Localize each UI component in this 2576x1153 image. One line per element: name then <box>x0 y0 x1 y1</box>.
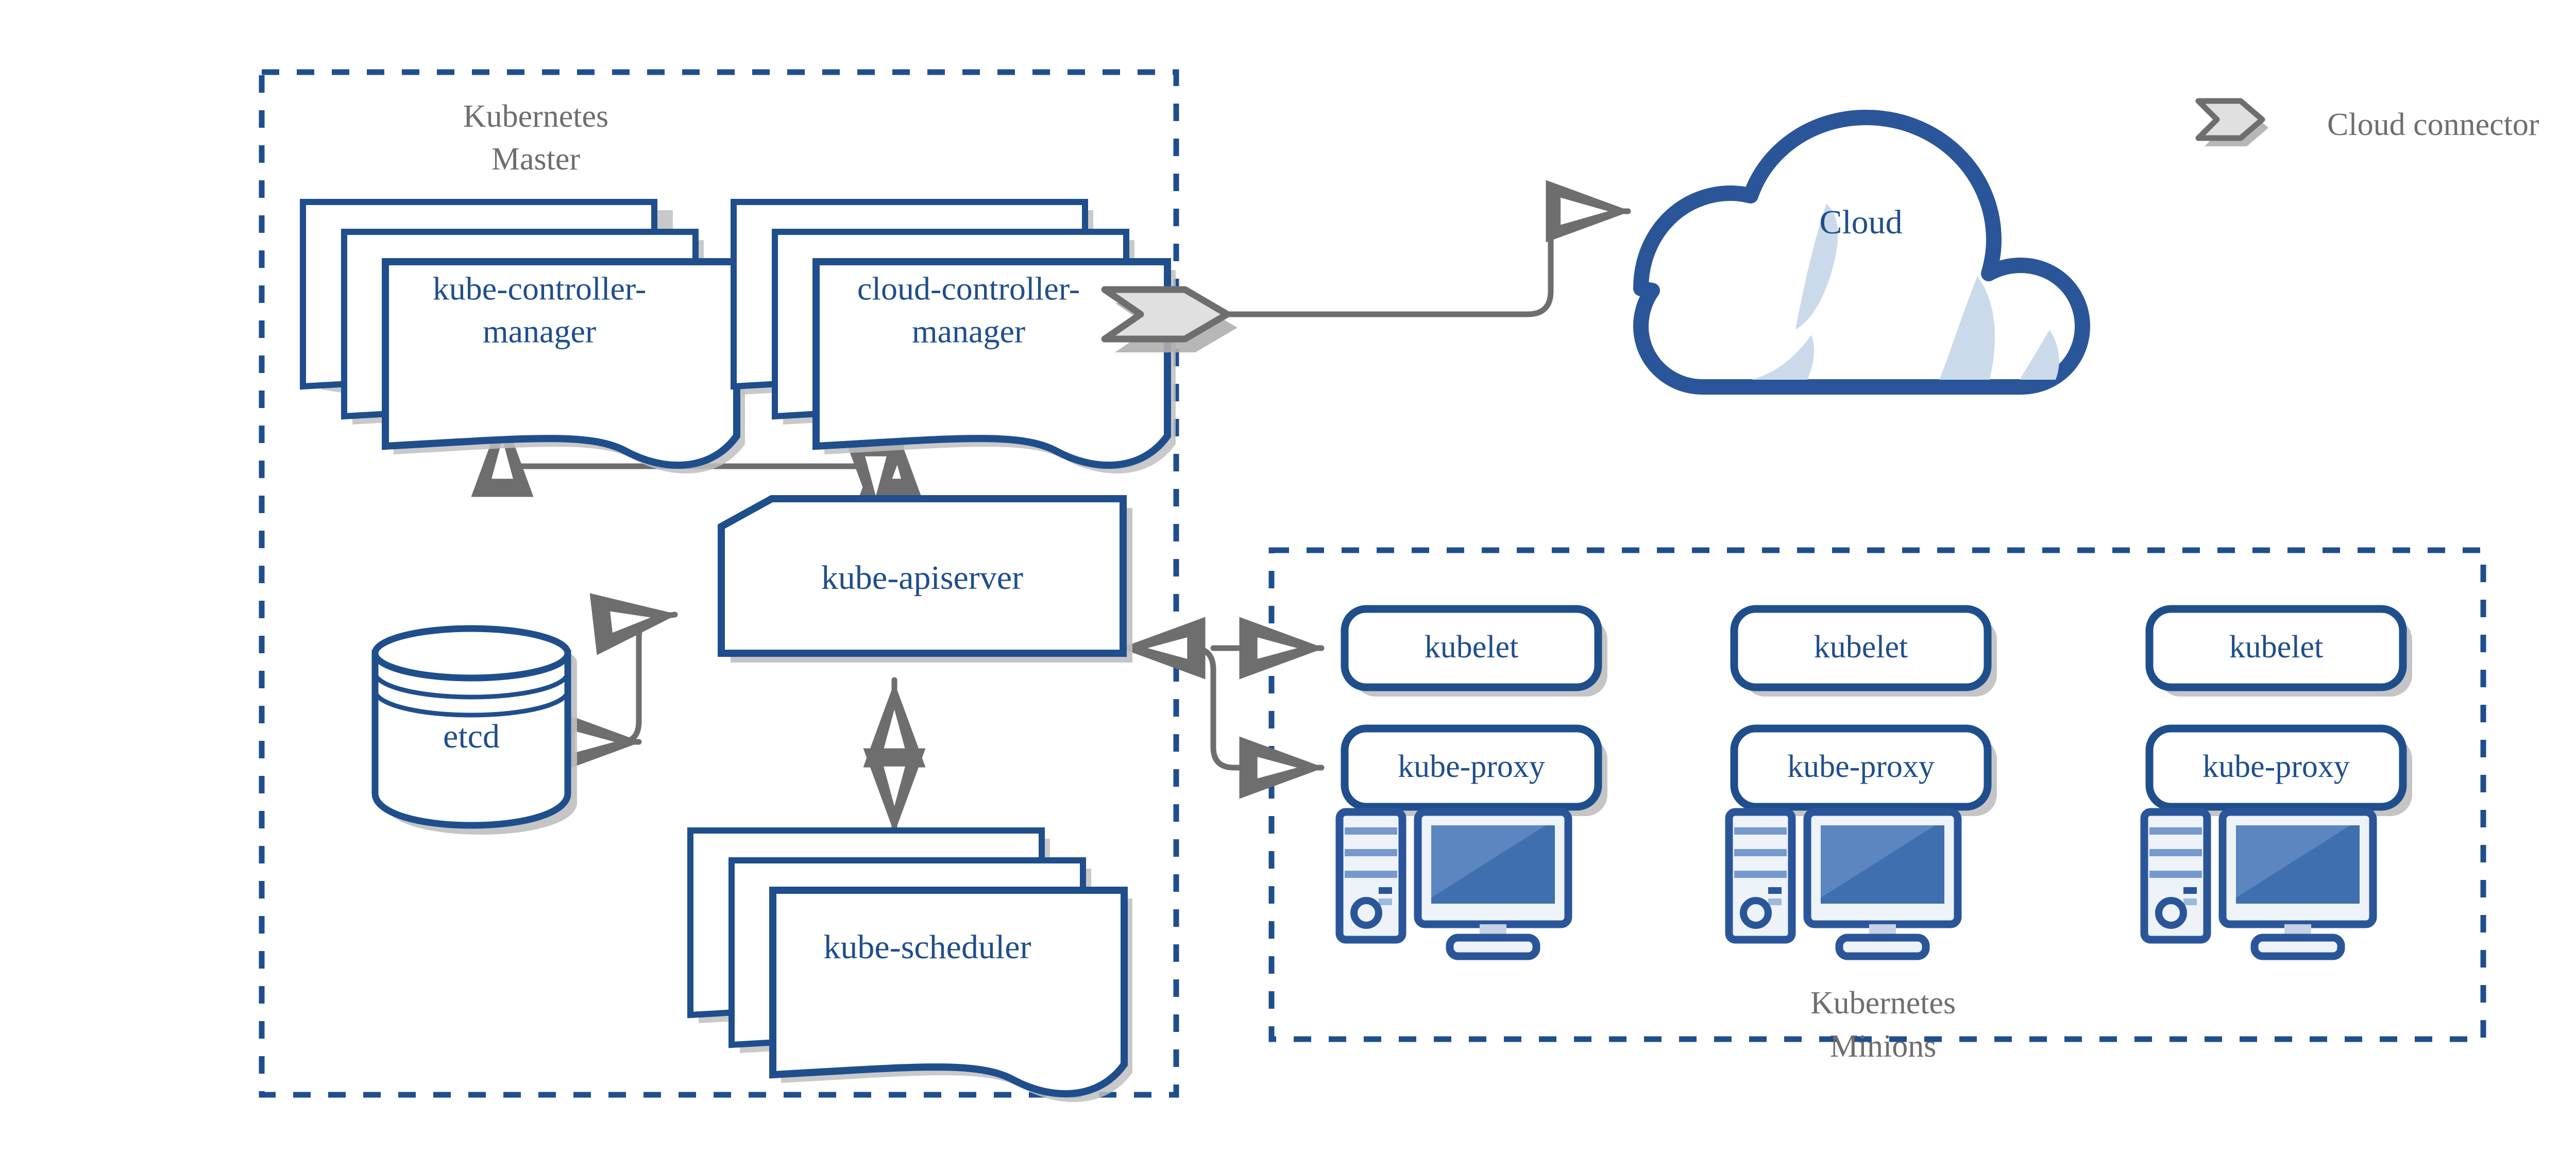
minion-1-kube-proxy-label: kube-proxy <box>1398 749 1545 784</box>
legend-cloud-connector: Cloud connector <box>2195 98 2539 146</box>
etcd-cylinder-body <box>371 650 571 829</box>
kcm-sheet3 <box>382 258 740 469</box>
minion-3-kubelet-rect <box>2145 605 2407 691</box>
node-cloud[interactable]: Cloud <box>1633 110 2090 395</box>
cloud-connector-chevron <box>1101 286 1231 343</box>
group-kubernetes-master: Kubernetes Master <box>259 69 1179 1098</box>
node-cloud-controller-manager[interactable]: cloud-controller- manager <box>731 199 1176 474</box>
minion-3-computer-icon <box>2140 808 2377 960</box>
kubernetes-master-boundary <box>259 69 1179 1098</box>
kube-apiserver-label: kube-apiserver <box>821 559 1023 597</box>
etcd-label: etcd <box>443 718 500 755</box>
connector-apiserver-minion-branch <box>1128 645 1319 771</box>
minion-3-kubelet-label: kubelet <box>2229 630 2324 665</box>
legend-chevron-icon <box>2195 98 2265 141</box>
minion-2-kube-proxy-rect <box>1730 724 1992 811</box>
ccm-sheet3 <box>812 258 1171 469</box>
connector-apiserver-etcd-path <box>605 613 663 745</box>
minion-2-kubelet-label: kubelet <box>1814 630 1908 665</box>
cloud-controller-manager-label-line1: cloud-controller- <box>857 270 1080 307</box>
cloud-swoosh-2 <box>1752 335 1815 380</box>
connector-cloud-connector-to-cloud <box>1223 180 1631 317</box>
kubernetes-minions-label-line1: Kubernetes <box>1810 986 1956 1021</box>
minion-2-kubelet-rect <box>1730 605 1992 691</box>
kubernetes-minions-label-line2: Minions <box>1830 1029 1937 1064</box>
kubernetes-master-label-line1: Kubernetes <box>463 99 608 134</box>
minion-3-kube-proxy-box[interactable]: kube-proxy <box>2145 724 2412 816</box>
cloud-outline <box>1633 110 2090 395</box>
cloud-connector-icon[interactable] <box>1101 286 1238 352</box>
minion-1-kubelet-rect <box>1341 605 1602 691</box>
etcd-ring-2 <box>372 690 570 718</box>
cloud-controller-manager-label-line2: manager <box>912 313 1025 350</box>
legend-cloud-connector-label: Cloud connector <box>2327 107 2539 142</box>
cloud-label: Cloud <box>1819 204 1902 241</box>
kube-scheduler-label: kube-scheduler <box>823 928 1031 966</box>
minion-1-kubelet-box[interactable]: kubelet <box>1341 605 1607 697</box>
cloud-swoosh-4 <box>2020 330 2059 380</box>
minion-3-kubelet-box[interactable]: kubelet <box>2145 605 2412 697</box>
minion-2-kubelet-box[interactable]: kubelet <box>1730 605 1997 697</box>
ks-sheet3 <box>769 887 1128 1097</box>
kube-controller-manager-label-line1: kube-controller- <box>433 270 647 307</box>
minion-3-kube-proxy-rect <box>2145 724 2407 811</box>
cloud-swoosh-3 <box>1939 276 1995 380</box>
minion-node-2: kubelet kube-proxy <box>1725 605 1997 960</box>
kubernetes-master-label-line2: Master <box>492 142 581 177</box>
minion-3-kube-proxy-label: kube-proxy <box>2202 749 2350 784</box>
node-kube-controller-manager[interactable]: kube-controller- manager <box>300 199 745 474</box>
node-kube-scheduler[interactable]: kube-scheduler <box>687 827 1132 1103</box>
kube-controller-manager-label-line2: manager <box>483 313 596 350</box>
connector-etcd-to-apiserver-arrow <box>589 593 678 655</box>
node-etcd[interactable]: etcd <box>371 625 577 835</box>
minion-1-kube-proxy-box[interactable]: kube-proxy <box>1341 724 1607 816</box>
minion-node-1: kubelet kube-proxy <box>1335 605 1607 960</box>
cloud-swoosh-1 <box>1795 204 1838 330</box>
minion-node-3: kubelet kube-proxy <box>2140 605 2412 960</box>
apiserver-body <box>718 495 1127 657</box>
minion-1-kube-proxy-rect <box>1341 724 1602 811</box>
minion-1-computer-icon <box>1335 808 1572 960</box>
minion-1-kubelet-label: kubelet <box>1425 630 1519 665</box>
minion-2-computer-icon <box>1725 808 1962 960</box>
node-kube-apiserver[interactable]: kube-apiserver <box>718 495 1132 663</box>
minion-2-kube-proxy-box[interactable]: kube-proxy <box>1730 724 1997 816</box>
etcd-cylinder-top <box>371 625 571 682</box>
etcd-ring-1 <box>372 672 570 700</box>
minion-2-kube-proxy-label: kube-proxy <box>1787 749 1935 784</box>
